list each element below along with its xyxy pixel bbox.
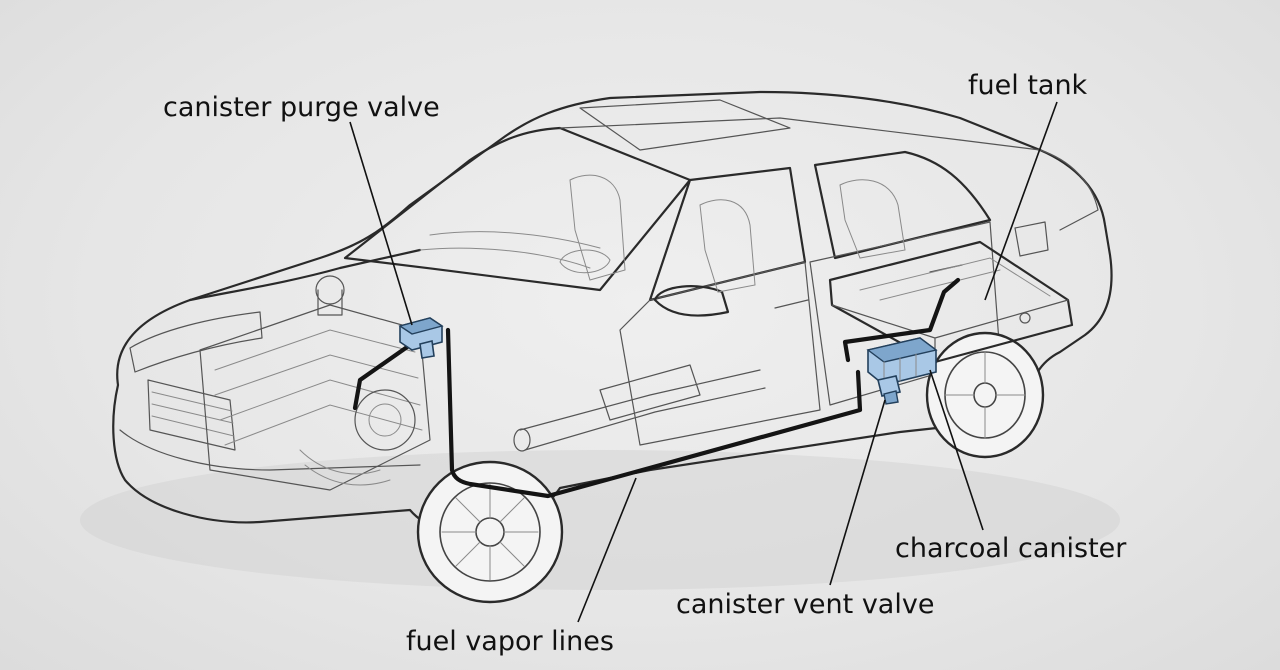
leader-fuel-tank [984, 101, 1058, 301]
vapor-line-main [445, 327, 863, 499]
side-window-front [648, 166, 807, 302]
leader-lines [349, 101, 1058, 623]
seat-front [569, 174, 626, 281]
label-canister-purge-valve: canister purge valve [163, 92, 440, 123]
windshield [343, 126, 692, 292]
label-charcoal-canister: charcoal canister [895, 533, 1127, 564]
seat-rear [839, 179, 906, 259]
leader-charcoal-canister [929, 369, 984, 531]
canister-vent-valve [877, 375, 901, 405]
seat-front-2 [699, 199, 756, 293]
trunk [959, 139, 1099, 231]
door-front [619, 261, 821, 446]
front-bumper [119, 429, 421, 471]
leader-vapor-lines [577, 477, 637, 623]
roof-line [559, 117, 961, 141]
side-window-rear [813, 150, 992, 260]
side-mirror [653, 285, 730, 317]
leader-vent-valve [829, 399, 886, 586]
tail-light [1014, 221, 1049, 257]
headlight [129, 311, 263, 373]
label-fuel-tank: fuel tank [968, 70, 1088, 101]
leader-purge-valve [349, 121, 413, 326]
engine [199, 275, 431, 491]
label-canister-vent-valve: canister vent valve [676, 589, 934, 620]
car-body [112, 90, 1113, 538]
exhaust-pipe [513, 364, 766, 452]
rear-wheel [925, 331, 1045, 459]
sunroof [579, 99, 791, 151]
charcoal-canister [866, 337, 938, 386]
canister-purge-valve [398, 317, 444, 359]
steering-wheel [559, 249, 611, 274]
front-wheel [416, 460, 564, 604]
label-fuel-vapor-lines: fuel vapor lines [406, 626, 614, 657]
grille [147, 379, 236, 451]
vapor-line-tank [842, 277, 961, 363]
hood-line [188, 248, 422, 302]
